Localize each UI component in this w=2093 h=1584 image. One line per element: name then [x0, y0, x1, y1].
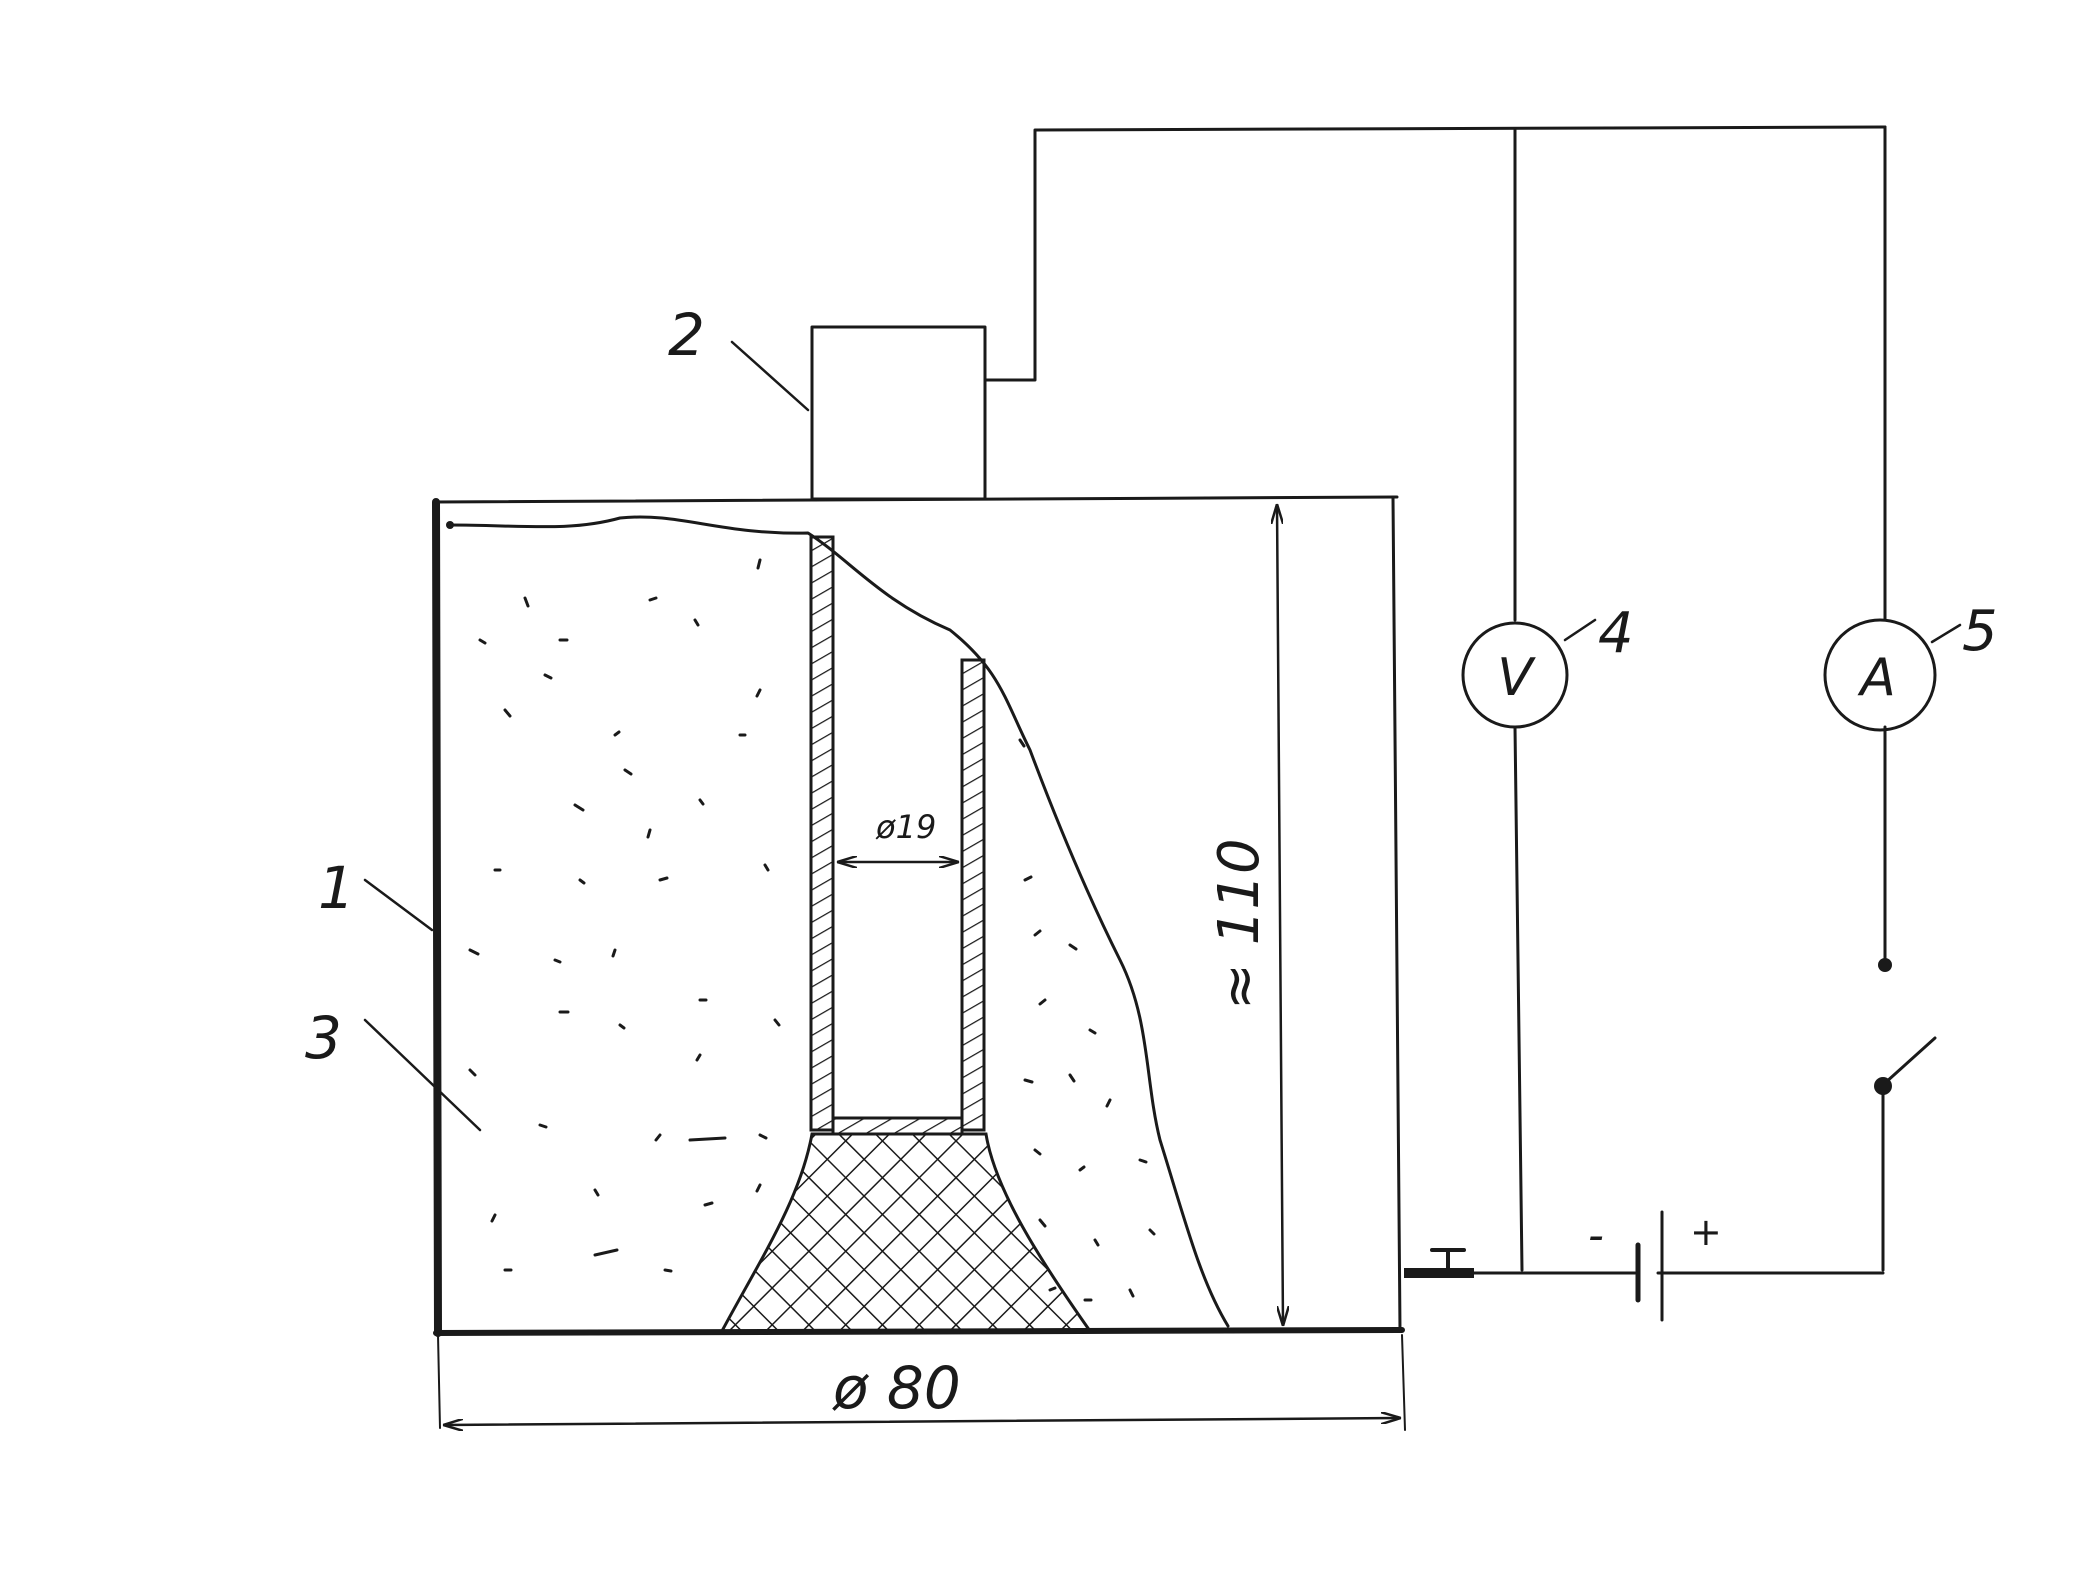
battery-minus-label: - [1588, 1210, 1604, 1261]
voltmeter-symbol: V [1497, 648, 1536, 708]
label-voltmeter: 4 [1598, 601, 1634, 666]
fill-material-outline [448, 515, 1230, 1328]
tube-diameter-dimension: ø19 [836, 808, 960, 862]
height-label: ≈ 110 [1207, 838, 1272, 1010]
top-unit-box [810, 325, 987, 501]
ammeter: A [1823, 618, 1962, 732]
battery-symbol: - + [1588, 1210, 1722, 1322]
outer-diameter-dimension: ø 80 [437, 1334, 1406, 1430]
label-fill-material: 3 [305, 1004, 342, 1072]
fill-speckles [468, 558, 1156, 1302]
height-dimension: ≈ 110 [1207, 503, 1283, 1327]
label-ammeter: 5 [1962, 599, 1998, 664]
label-container: 1 [318, 854, 355, 922]
circuit-wiring [983, 125, 1937, 1275]
outer-diameter-label: ø 80 [832, 1354, 961, 1422]
voltmeter: V [1461, 618, 1597, 729]
switch-contact-top [1878, 958, 1892, 972]
callout-leaders [363, 340, 810, 1132]
battery-plus-label: + [1690, 1210, 1722, 1254]
central-tube [809, 535, 986, 1136]
switch-contact-bottom [1874, 1077, 1892, 1095]
label-top-unit: 2 [668, 301, 705, 369]
ammeter-symbol: A [1857, 648, 1896, 708]
terminal-connector [1404, 1248, 1474, 1278]
fill-corner-dot [446, 521, 454, 529]
tube-diameter-label: ø19 [875, 808, 936, 846]
cross-hatched-base [719, 1132, 1093, 1333]
